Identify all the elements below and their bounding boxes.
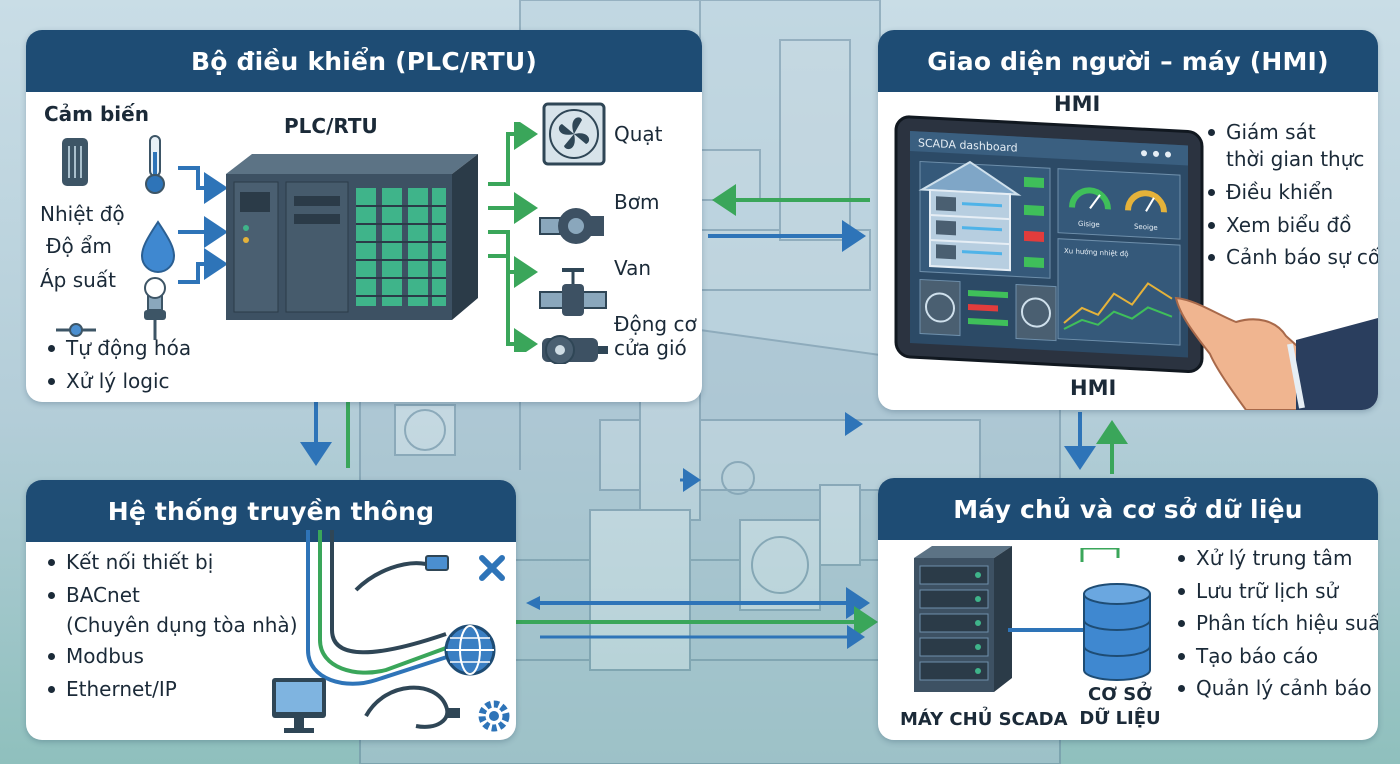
sensor-label-pressure: Áp suất (40, 268, 116, 292)
hmi-bottom-label: HMI (1070, 376, 1117, 400)
server-bullet-item: Phân tích hiệu suất (1174, 607, 1378, 640)
hand-touch-icon (1174, 296, 1378, 410)
database-label-line1: CƠ SỞ (1088, 684, 1152, 705)
server-bullet-item: Xử lý trung tâm (1174, 542, 1378, 575)
network-cables-illustration (272, 530, 510, 733)
usb-cable-icon (364, 685, 460, 729)
output-label-fan: Quạt (614, 122, 663, 146)
communication-bullet-item: BACnet (44, 579, 213, 612)
sensor-icons (56, 135, 176, 340)
pressure-sensor-icon (144, 277, 166, 340)
output-device-icons (539, 102, 608, 364)
hmi-screen-header: SCADA dashboard (918, 136, 1018, 154)
plc-panel-title: Bộ điều khiển (PLC/RTU) (26, 30, 702, 92)
communication-panel-title: Hệ thống truyền thông (26, 480, 516, 542)
plc-panel: Bộ điều khiển (PLC/RTU) Cảm biến Nhi (26, 30, 702, 402)
pump-icon (539, 208, 604, 244)
communication-bullet-item: Kết nối thiết bị (44, 546, 213, 579)
hmi-top-label: HMI (1054, 92, 1101, 116)
sensor-label-temperature: Nhiệt độ (40, 202, 125, 226)
valve-icon (539, 268, 607, 316)
output-label-valve: Van (614, 256, 652, 280)
damper-motor-icon (542, 335, 608, 364)
plc-bullet-item: Xử lý logic (44, 365, 191, 398)
communication-bullet-item: Ethernet/IP (44, 673, 177, 706)
hmi-gauge-label-1: Gisige (1078, 220, 1100, 229)
pipe-gauge-icon (56, 323, 96, 337)
hmi-bullet-item: Giám sát (1204, 116, 1316, 149)
hmi-bullet-continuation: thời gian thực (1226, 147, 1365, 171)
fan-icon (542, 102, 606, 166)
plc-to-output-arrows (488, 122, 538, 352)
database-icon (1083, 583, 1151, 681)
communication-bullet-continuation: (Chuyên dụng tòa nhà) (66, 613, 298, 637)
output-label-damper-motor-line2: cửa gió (614, 336, 687, 360)
humidity-sensor-icon (62, 138, 88, 186)
monitor-icon (272, 678, 326, 733)
sensor-to-plc-arrows (178, 166, 228, 284)
sensors-heading: Cảm biến (44, 102, 149, 126)
hmi-bullet-item: Cảnh báo sự cố (1204, 241, 1378, 274)
thermometer-icon (145, 135, 165, 194)
output-label-damper-motor-line1: Động cơ (614, 312, 697, 336)
plc-rack-icon (226, 154, 478, 320)
hmi-gauge-label-2: Seoige (1134, 223, 1158, 232)
server-database-panel: Máy chủ và cơ sở dữ liệu MÁY CHỦ SCADA C… (878, 478, 1378, 740)
plc-device-label: PLC/RTU (284, 114, 378, 138)
water-drop-icon (140, 220, 176, 273)
hmi-chart-title: Xu hướng nhiệt độ (1064, 247, 1129, 258)
output-label-pump: Bơm (614, 190, 660, 214)
sensor-label-humidity: Độ ẩm (46, 234, 112, 258)
communication-bullets: Kết nối thiết bị BACnet (44, 546, 213, 611)
hmi-bullets-rest: Điều khiển Xem biểu đồ Cảnh báo sự cố (1204, 176, 1378, 274)
hmi-panel-title: Giao diện người – máy (HMI) (878, 30, 1378, 92)
hmi-panel: Giao diện người – máy (HMI) HMI HMI SCAD… (878, 30, 1378, 410)
database-label-line2: DỮ LIỆU (1079, 708, 1161, 729)
communication-panel: Hệ thống truyền thông Kết nối thiết bị B… (26, 480, 516, 740)
scada-server-label: MÁY CHỦ SCADA (900, 709, 1068, 730)
server-database-panel-title: Máy chủ và cơ sở dữ liệu (878, 478, 1378, 540)
hmi-tablet: SCADA dashboard Gisige Seoige Xu hướng n… (894, 115, 1204, 374)
server-bullet-item: Lưu trữ lịch sử (1174, 575, 1378, 608)
settings-gear-icon (478, 700, 510, 732)
hmi-bullets: Giám sát (1204, 116, 1316, 149)
communication-bullet-item: Modbus (44, 640, 177, 673)
plc-bullet-item: Tự động hóa (44, 332, 191, 365)
scada-server-icon (914, 546, 1012, 692)
server-database-link (1008, 548, 1120, 632)
hmi-bullet-item: Điều khiển (1204, 176, 1378, 209)
communication-bullets-rest: Modbus Ethernet/IP (44, 640, 177, 705)
tools-icon (479, 555, 505, 581)
server-bullet-item: Tạo báo cáo (1174, 640, 1378, 673)
server-bullet-item: Quản lý cảnh báo (1174, 672, 1378, 705)
ethernet-cable-icon (354, 555, 449, 592)
globe-network-icon (444, 624, 496, 676)
server-bullets: Xử lý trung tâm Lưu trữ lịch sử Phân tíc… (1174, 542, 1378, 705)
hmi-bullet-item: Xem biểu đồ (1204, 209, 1378, 242)
plc-bullets: Tự động hóa Xử lý logic (44, 332, 191, 397)
